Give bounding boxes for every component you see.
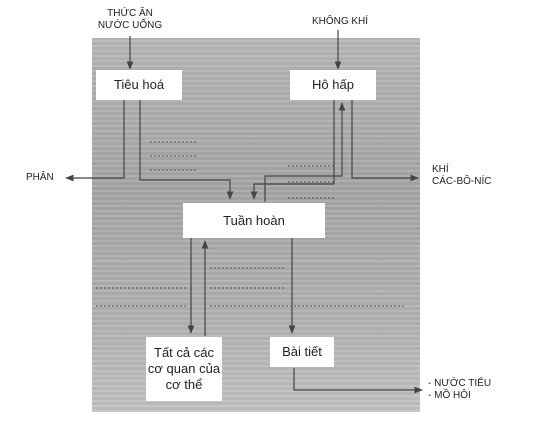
circulation-box: Tuần hoàn — [183, 203, 325, 238]
arrow-excretion-to-wastes — [293, 368, 423, 394]
sweat-label: - MỒ HÔI — [428, 390, 471, 401]
co2-label: KHÍ CÁC-BÔ-NÍC — [432, 164, 491, 188]
arrow-digestion-to-circulation — [139, 100, 234, 200]
blank-lines — [96, 141, 404, 307]
arrow-respiration-to-circulation — [250, 100, 335, 200]
food-label: THỨC ĂN — [107, 8, 153, 19]
food-input-label: THỨC ĂN NƯỚC UỐNG — [80, 8, 180, 32]
body-line-2: cơ quan của — [147, 361, 221, 376]
air-input-label: KHÔNG KHÍ — [311, 16, 369, 27]
body-line-3: cơ thể — [165, 377, 203, 392]
urine-label: - NƯỚC TIỂU — [428, 378, 492, 389]
co2-line-2: CÁC-BÔ-NÍC — [432, 176, 492, 187]
co2-line-1: KHÍ — [432, 164, 449, 175]
arrow-respiration-to-co2 — [351, 100, 419, 182]
arrow-digestion-to-feces — [65, 100, 125, 182]
feces-label: PHÂN — [26, 172, 54, 183]
water-label: NƯỚC UỐNG — [97, 20, 163, 31]
respiration-box: Hô hấp — [290, 70, 376, 100]
wastes-label: - NƯỚC TIỂU - MỒ HÔI — [428, 378, 491, 402]
body-line-1: Tất cả các — [154, 345, 214, 360]
body-organs-box: Tất cả các cơ quan của cơ thể — [146, 337, 222, 401]
arrow-circulation-to-respiration — [264, 102, 346, 202]
excretion-box: Bài tiết — [270, 337, 334, 367]
digestion-box: Tiêu hoá — [96, 70, 182, 100]
